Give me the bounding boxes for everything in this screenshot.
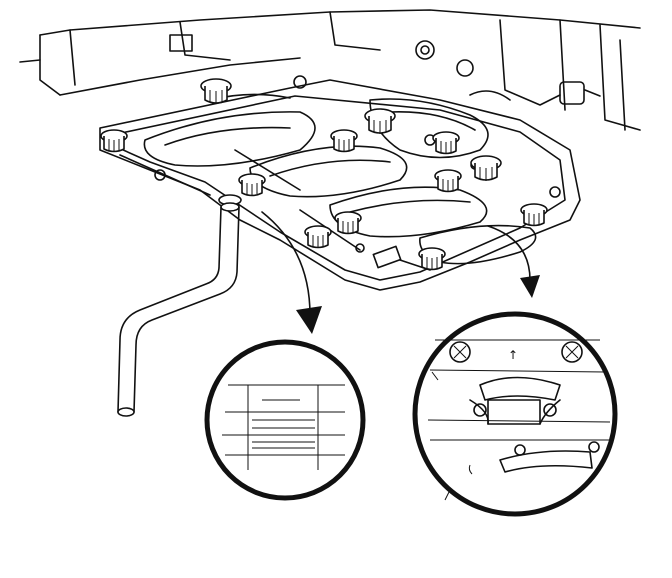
upper-housing	[19, 9, 641, 131]
detail-view-filter: ↑	[412, 311, 618, 517]
screw-icon	[449, 341, 471, 363]
bolt	[100, 129, 128, 153]
bolt	[470, 155, 502, 181]
bolt	[434, 169, 462, 193]
direction-mark: ↑	[508, 348, 518, 362]
bolt	[364, 108, 396, 134]
pipe	[117, 194, 242, 417]
detail-view-gasket	[204, 339, 366, 501]
arrow-head-icon	[296, 306, 322, 334]
bolt	[432, 131, 460, 155]
bolt	[520, 203, 548, 227]
pointer-arrows	[261, 211, 540, 334]
bolt	[238, 173, 266, 197]
bolt	[334, 211, 362, 235]
valve-body	[99, 75, 581, 291]
arrow-head-icon	[520, 275, 540, 298]
bolt	[418, 247, 446, 271]
bolt	[200, 78, 232, 104]
bolt	[304, 225, 332, 249]
screw-icon	[561, 341, 583, 363]
bolt	[330, 129, 358, 153]
bolts	[100, 78, 548, 271]
